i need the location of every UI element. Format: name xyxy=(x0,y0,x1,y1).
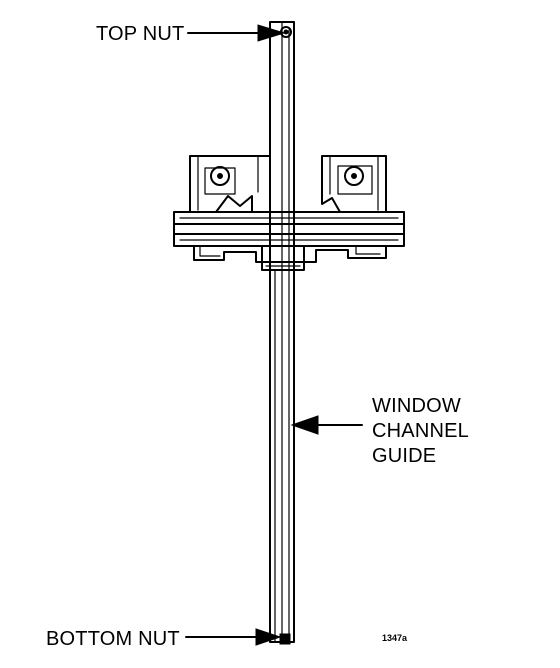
lower-bracket-feet xyxy=(193,245,387,263)
figure-id: 1347a xyxy=(382,633,408,643)
mounting-bracket-assembly xyxy=(173,155,405,271)
right-bolt-hole xyxy=(344,166,364,186)
bottom-nut xyxy=(279,633,291,645)
guide-clip xyxy=(261,245,305,271)
bottom-nut-leader-arrow xyxy=(185,628,282,646)
guide-label-line3: GUIDE xyxy=(372,445,436,467)
top-nut-label: TOP NUT xyxy=(96,23,184,45)
window-channel-guide-leader-arrow xyxy=(290,415,363,435)
left-bolt-hole xyxy=(210,166,230,186)
bottom-nut-label: BOTTOM NUT xyxy=(46,628,180,650)
channel-label-line2: CHANNEL xyxy=(372,420,469,442)
horizontal-channel xyxy=(173,211,405,247)
top-nut-leader-arrow xyxy=(187,24,286,42)
window-label-line1: WINDOW xyxy=(372,395,461,417)
left-bracket xyxy=(189,155,271,213)
window-channel-guide xyxy=(269,21,295,643)
